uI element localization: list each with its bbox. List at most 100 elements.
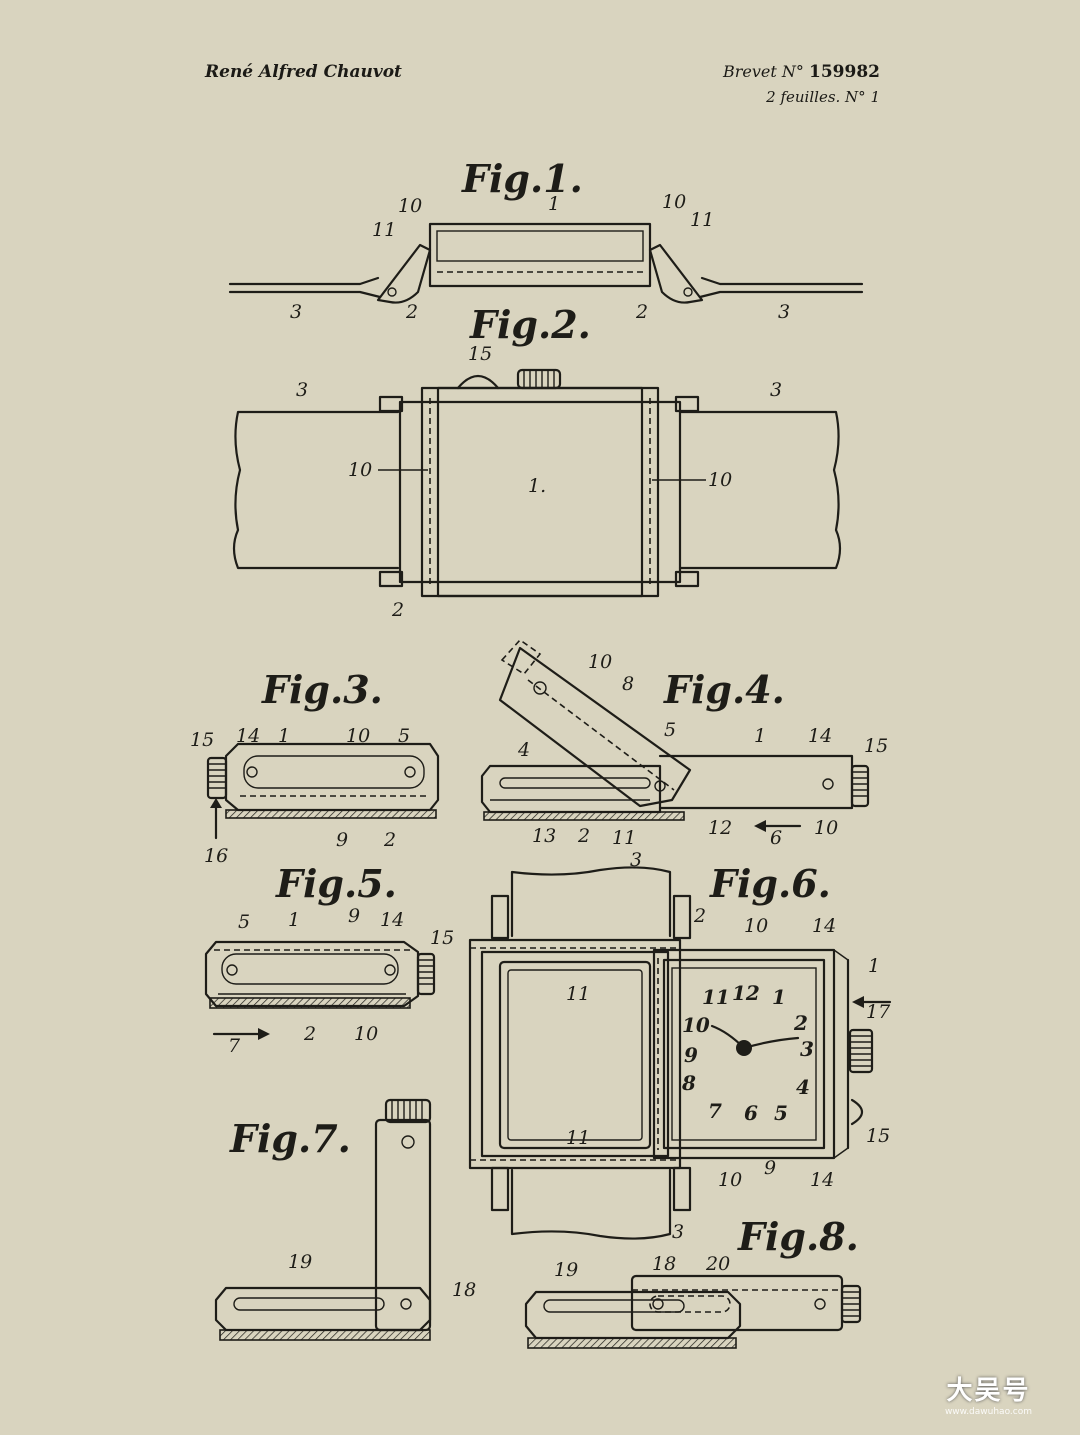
- fig2-label: 2: [391, 599, 404, 621]
- fig2-strap-left: [232, 410, 400, 570]
- figure-3-title: Fig.3.: [261, 667, 383, 712]
- fig4-label: 10: [814, 817, 838, 839]
- fig6-label: 11: [566, 1127, 590, 1149]
- fig7-cradle: [214, 1286, 432, 1332]
- fig6-label: 11: [566, 983, 590, 1005]
- figure-8-title: Fig.8.: [737, 1214, 859, 1259]
- fig5-label: 7: [228, 1035, 241, 1057]
- fig6-label: 3: [630, 849, 642, 871]
- dial-numeral: 5: [774, 1101, 788, 1125]
- fig6-label: 14: [810, 1169, 834, 1191]
- fig2-outer-case: [398, 400, 682, 584]
- fig2-pusher: [456, 374, 500, 390]
- fig3-label: 14: [236, 725, 260, 747]
- fig7-label: 19: [288, 1251, 312, 1273]
- sheet-count: 2 feuilles. N° 1: [766, 88, 880, 106]
- figure-6: Fig.6.: [468, 849, 892, 1243]
- fig5-label: 9: [348, 905, 360, 927]
- fig3-label: 16: [204, 845, 228, 867]
- fig8-label: 19: [554, 1259, 578, 1281]
- dial-numeral: 7: [708, 1099, 722, 1123]
- fig5-label: 1: [288, 909, 300, 931]
- fig2-label: 1.: [528, 475, 546, 497]
- dial-numeral: 9: [684, 1043, 698, 1067]
- fig4-label: 10: [588, 651, 612, 673]
- fig6-label: 10: [718, 1169, 742, 1191]
- fig6-label: 10: [744, 915, 768, 937]
- fig4-cradle: [480, 764, 662, 814]
- dial-numeral: 10: [682, 1013, 710, 1037]
- fig4-label: 14: [808, 725, 832, 747]
- patent-number: Brevet N° 159982: [723, 62, 880, 82]
- fig5-label: 10: [354, 1023, 378, 1045]
- fig6-strap-bottom: [510, 1168, 672, 1240]
- dial-center: [736, 1040, 752, 1056]
- fig7-crown: [384, 1098, 432, 1124]
- fig3-crown: [206, 756, 228, 800]
- fig3-label: 5: [398, 725, 410, 747]
- fig6-strap-top: [510, 866, 672, 938]
- fig2-label: 3: [770, 379, 782, 401]
- patent-number-label: Brevet N°: [723, 62, 804, 81]
- fig1-strap-left: [228, 276, 382, 299]
- figure-5-title: Fig.5.: [275, 861, 397, 906]
- fig6-label: 9: [764, 1157, 776, 1179]
- fig2-crown: [516, 368, 562, 390]
- fig5-label: 14: [380, 909, 404, 931]
- fig4-crown: [850, 764, 870, 808]
- fig2-label: 10: [708, 469, 732, 491]
- fig4-label: 13: [532, 825, 556, 847]
- fig3-case: [224, 742, 440, 812]
- fig4-label: 11: [612, 827, 636, 849]
- dial-numeral: 11: [702, 985, 730, 1009]
- figure-4: Fig.4. 10 8 4 5 1 14 15: [480, 638, 888, 849]
- fig2-label: 3: [296, 379, 308, 401]
- fig2-label: 10: [348, 459, 372, 481]
- dial-numeral: 12: [732, 981, 760, 1005]
- fig4-label: 5: [664, 719, 676, 741]
- figure-1-title: Fig.1.: [461, 156, 583, 201]
- fig4-label: 12: [708, 817, 732, 839]
- fig6-label: 1: [868, 955, 880, 977]
- fig1-label: 11: [690, 209, 714, 231]
- fig3-label: 2: [383, 829, 396, 851]
- fig8-label: 20: [705, 1253, 730, 1275]
- figure-6-title: Fig.6.: [709, 861, 831, 906]
- fig1-label: 1: [548, 193, 560, 215]
- fig1-label: 2: [635, 301, 648, 323]
- dial-numeral: 6: [744, 1101, 758, 1125]
- fig4-label: 15: [864, 735, 888, 757]
- fig5-crown: [416, 952, 436, 996]
- dial-numeral: 2: [793, 1011, 808, 1035]
- dial-minute-hand: [742, 1036, 800, 1050]
- dial-numeral: 8: [681, 1071, 696, 1095]
- fig4-label: 4: [517, 739, 530, 761]
- fig1-label: 3: [290, 301, 302, 323]
- figure-2: Fig.2. 15 3 3 10 1. 10 2: [232, 302, 842, 621]
- watermark-site: www.dawuhao.com: [944, 1407, 1032, 1417]
- fig3-label: 1: [278, 725, 290, 747]
- fig1-lug-left: [376, 243, 432, 304]
- fig1-label: 10: [398, 195, 422, 217]
- figure-5: Fig.5. 5 1 9 14 15 7 2 10: [204, 861, 454, 1057]
- fig2-strap-right: [678, 410, 842, 570]
- fig6-cradle: [468, 938, 682, 1170]
- fig7-flap: [374, 1118, 432, 1332]
- fig4-label: 1: [754, 725, 766, 747]
- fig1-strap-right: [698, 276, 864, 299]
- fig1-label: 10: [662, 191, 686, 213]
- fig4-label: 6: [770, 827, 782, 849]
- fig6-crown: [848, 1028, 874, 1074]
- fig8-label: 18: [652, 1253, 676, 1275]
- fig6-label: 2: [693, 905, 706, 927]
- fig3-label: 10: [346, 725, 370, 747]
- fig5-label: 15: [430, 927, 454, 949]
- fig2-label: 15: [468, 343, 492, 365]
- fig6-label: 3: [672, 1221, 684, 1243]
- inventor-name: René Alfred Chauvot: [205, 62, 402, 82]
- fig1-lug-right: [648, 243, 704, 304]
- patent-number-value: 159982: [809, 62, 880, 82]
- watermark: 大吴号 www.dawuhao.com: [945, 1370, 1032, 1417]
